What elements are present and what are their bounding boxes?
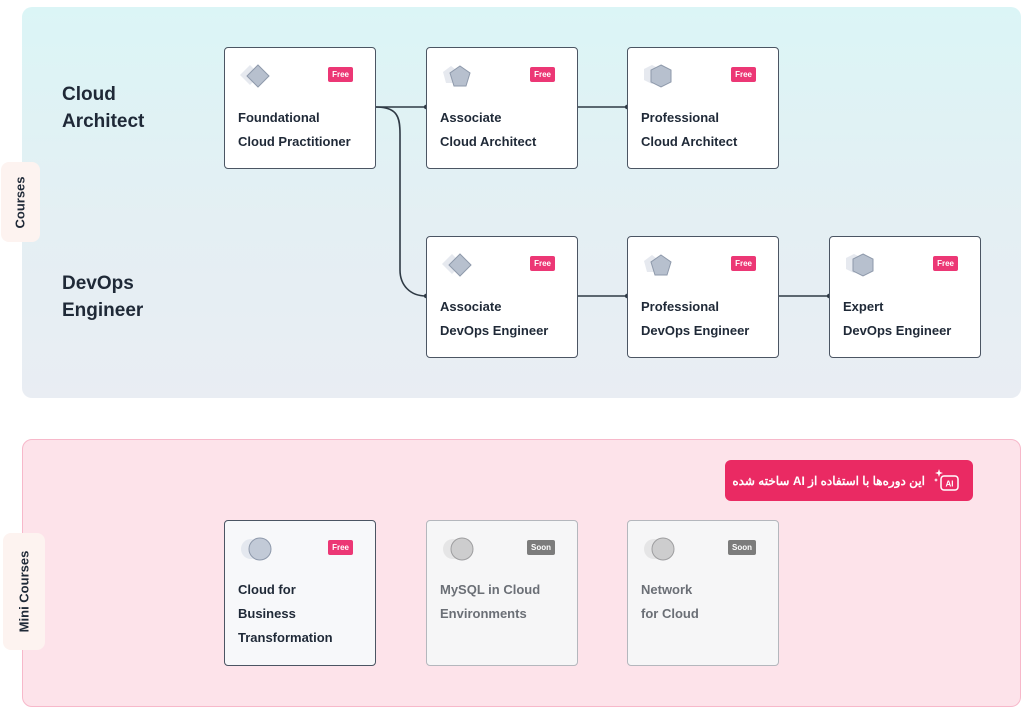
mini-course-card-mysql-in-cloud-environments[interactable]: Soon MySQL in Cloud Environments	[426, 520, 578, 666]
mini-course-title: Cloud for Business Transformation	[238, 582, 333, 645]
course-title: Expert DevOps Engineer	[843, 299, 952, 338]
course-card-associate-devops-engineer[interactable]: Free Associate DevOps Engineer	[426, 236, 578, 358]
path-title-text: Cloud Architect	[62, 84, 145, 132]
courses-section-tab: Courses	[1, 162, 40, 242]
circle-icon	[241, 537, 272, 561]
hexagon-icon	[644, 64, 672, 88]
hexagon-icon	[846, 253, 874, 277]
course-card-foundational-cloud-practitioner[interactable]: Free Foundational Cloud Practitioner	[224, 47, 376, 169]
course-card-professional-devops-engineer[interactable]: Free Professional DevOps Engineer	[627, 236, 779, 358]
free-badge: Free	[530, 256, 555, 271]
free-badge: Free	[530, 67, 555, 82]
free-badge: Free	[731, 256, 756, 271]
course-title: Professional DevOps Engineer	[641, 299, 750, 338]
course-card-expert-devops-engineer[interactable]: Free Expert DevOps Engineer	[829, 236, 981, 358]
cloud-architect-path-title: Cloud Architect	[62, 81, 144, 135]
path-title-text: DevOps Engineer	[62, 273, 144, 321]
mini-course-card-network-for-cloud[interactable]: Soon Network for Cloud	[627, 520, 779, 666]
free-badge: Free	[731, 67, 756, 82]
course-title: Associate Cloud Architect	[440, 110, 537, 149]
soon-badge: Soon	[527, 540, 555, 555]
course-title: Foundational Cloud Practitioner	[238, 110, 351, 149]
soon-badge: Soon	[728, 540, 756, 555]
devops-engineer-path-title: DevOps Engineer	[62, 270, 143, 324]
connector-foundational-to-associate-devops	[375, 106, 427, 297]
ai-banner-text: این دوره‌ها با استفاده از AI ساخته شده	[732, 473, 925, 488]
ai-generated-banner: این دوره‌ها با استفاده از AI ساخته شده A…	[725, 460, 973, 501]
course-card-associate-cloud-architect[interactable]: Free Associate Cloud Architect	[426, 47, 578, 169]
mini-courses-section-label: Mini Courses	[16, 550, 32, 633]
ai-sparkle-icon: AI	[934, 468, 959, 491]
ai-icon-label: AI	[946, 479, 954, 488]
course-title: Professional Cloud Architect	[641, 110, 738, 149]
pentagon-icon	[644, 254, 672, 276]
pentagon-icon	[443, 65, 471, 87]
circle-icon	[644, 537, 675, 561]
free-badge: Free	[933, 256, 958, 271]
mini-courses-section-tab: Mini Courses	[3, 533, 45, 650]
free-badge: Free	[328, 540, 353, 555]
mini-course-card-cloud-for-business-transformation[interactable]: Free Cloud for Business Transformation	[224, 520, 376, 666]
course-title: Associate DevOps Engineer	[440, 299, 549, 338]
mini-course-title: Network for Cloud	[641, 582, 699, 621]
course-card-professional-cloud-architect[interactable]: Free Professional Cloud Architect	[627, 47, 779, 169]
circle-icon	[443, 537, 474, 561]
free-badge: Free	[328, 67, 353, 82]
diamond-icon	[442, 253, 472, 277]
mini-course-title: MySQL in Cloud Environments	[440, 582, 541, 621]
diamond-icon	[240, 64, 270, 88]
